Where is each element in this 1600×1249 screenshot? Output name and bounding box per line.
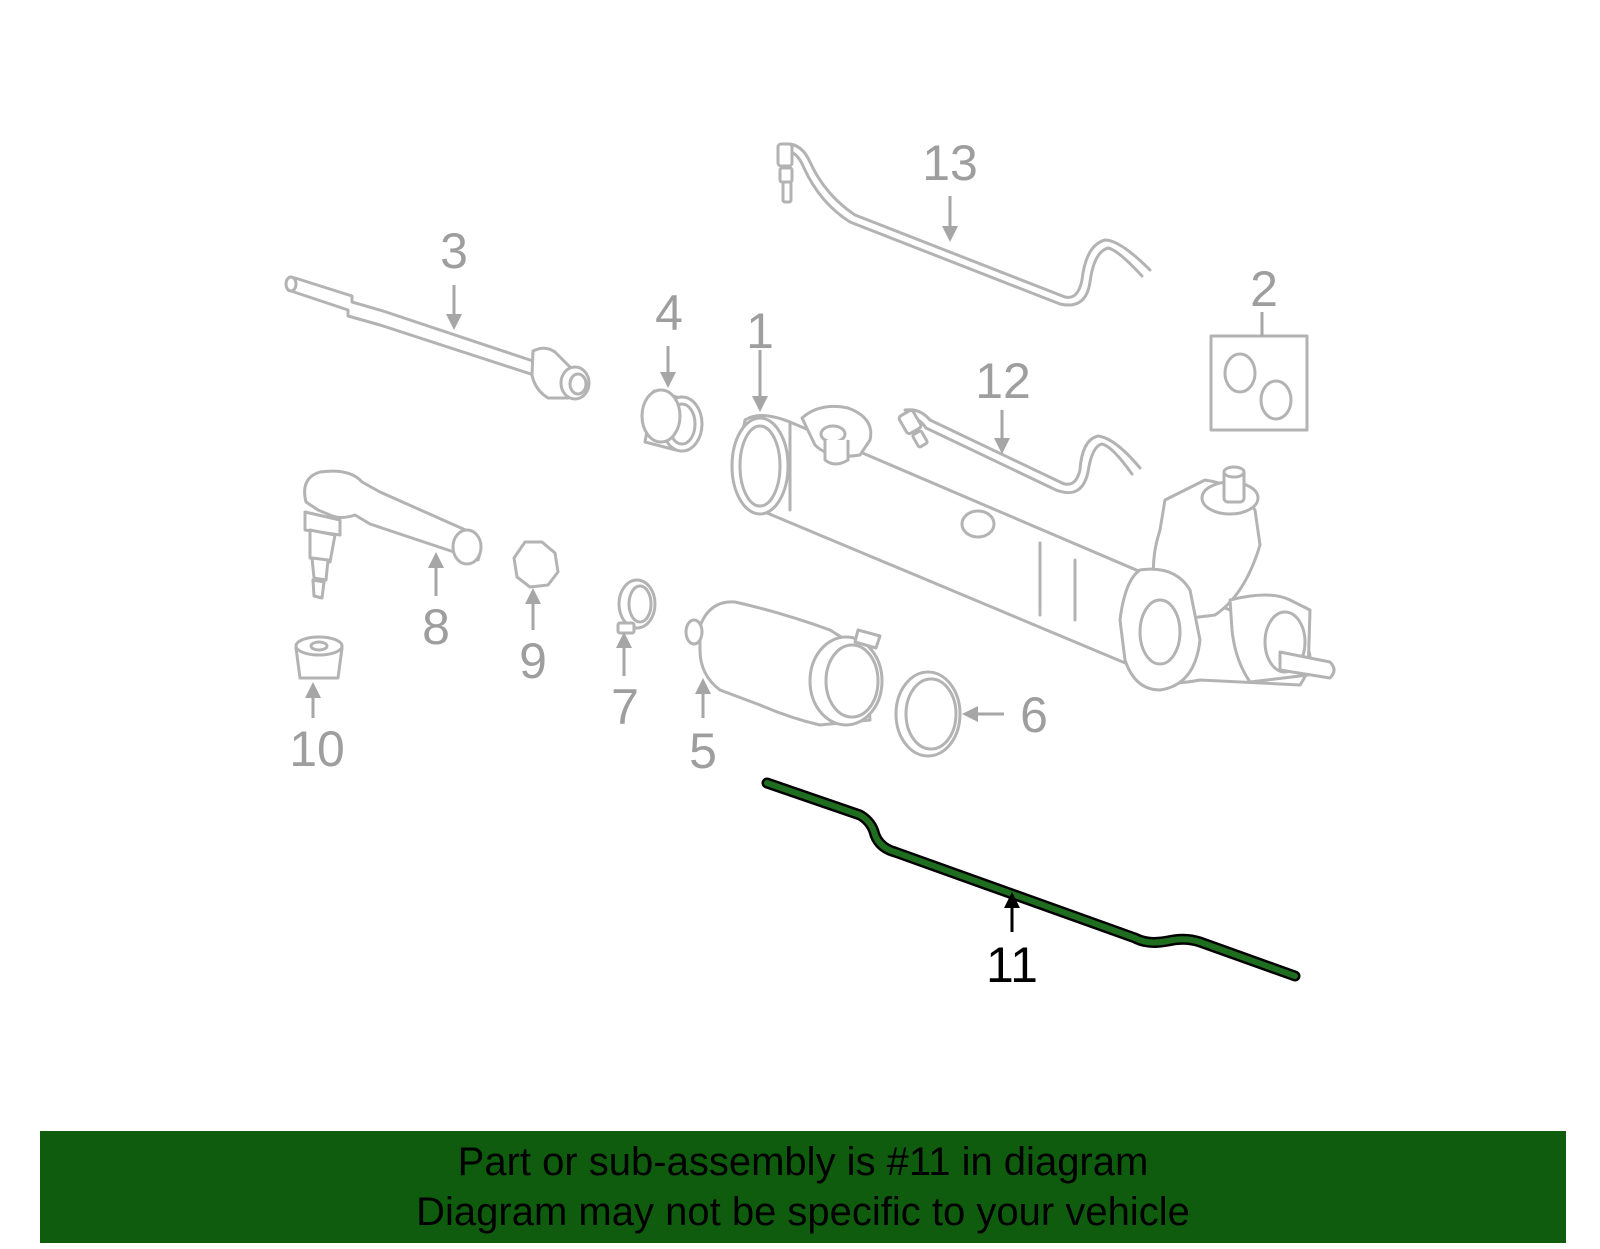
part-7-clamp[interactable] — [616, 578, 657, 635]
part-2-seal-kit[interactable] — [1209, 334, 1309, 432]
part-3-inner-tie-rod[interactable] — [284, 275, 591, 401]
part-6-ring[interactable] — [894, 670, 962, 758]
part-5-boot[interactable] — [684, 600, 884, 727]
callout-7: 7 — [611, 679, 639, 735]
leader-arrows — [305, 196, 1264, 932]
part-13-pressure-line[interactable] — [776, 142, 1152, 307]
callout-2: 2 — [1250, 261, 1278, 317]
part-10-lock-nut[interactable] — [294, 635, 344, 680]
part-1-steering-gear[interactable] — [730, 404, 1336, 692]
callout-3: 3 — [440, 223, 468, 279]
part-11-highlighted-line[interactable] — [761, 777, 1301, 982]
banner-line-1: Part or sub-assembly is #11 in diagram — [457, 1140, 1149, 1184]
callout-5: 5 — [689, 723, 717, 779]
callout-4: 4 — [655, 285, 683, 341]
callout-12: 12 — [975, 353, 1031, 409]
banner-line-2: Diagram may not be specific to your vehi… — [416, 1190, 1190, 1234]
callout-1: 1 — [746, 303, 774, 359]
part-8-outer-tie-rod[interactable] — [303, 469, 483, 600]
callout-9: 9 — [519, 633, 547, 689]
callout-8: 8 — [422, 599, 450, 655]
part-12-pressure-line[interactable] — [897, 408, 1142, 495]
info-banner: Part or sub-assembly is #11 in diagram D… — [40, 1131, 1566, 1243]
part-9-nut[interactable] — [512, 540, 560, 589]
callout-10: 10 — [289, 721, 345, 777]
part-4-bushing[interactable] — [640, 388, 704, 453]
callout-11: 11 — [986, 937, 1038, 993]
callout-6: 6 — [1020, 687, 1048, 743]
callout-13: 13 — [922, 135, 978, 191]
